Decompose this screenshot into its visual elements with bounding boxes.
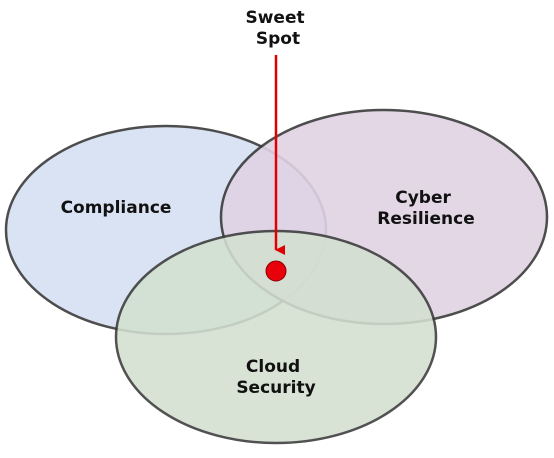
sweet-spot-marker — [265, 260, 287, 282]
cloud-security-label: Cloud Security — [236, 357, 315, 398]
sweet-spot-label: Sweet Spot — [245, 8, 310, 49]
compliance-label: Compliance — [61, 198, 172, 218]
cyber-resilience-label: Cyber Resilience — [377, 188, 474, 229]
